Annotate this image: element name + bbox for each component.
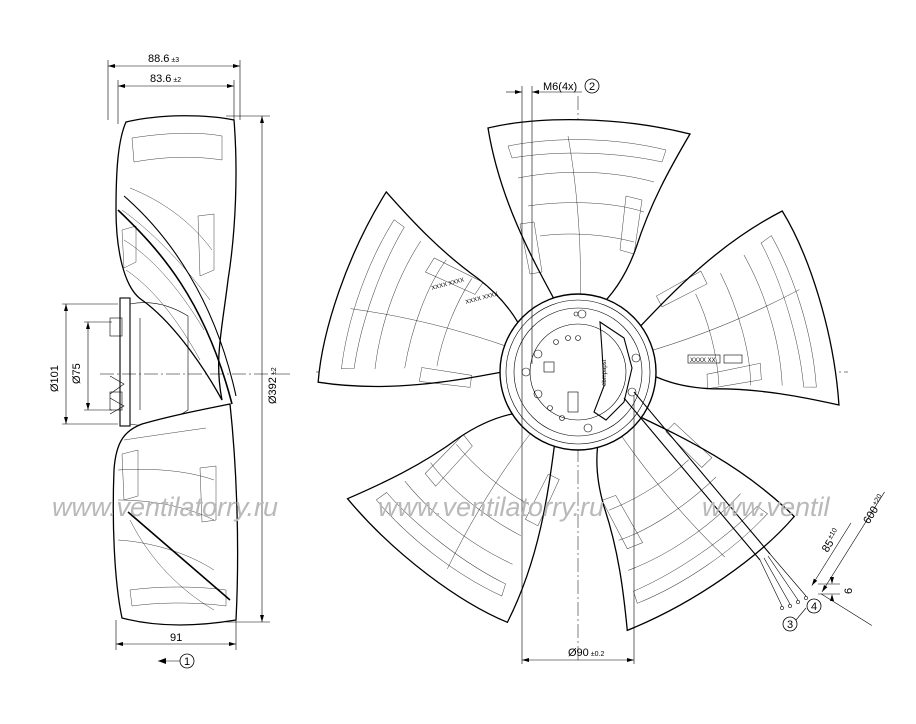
dim-91: 91 <box>170 632 182 644</box>
side-view: 88.6±3 83.6±2 Ø392±2 Ø101 Ø75 <box>49 53 290 669</box>
svg-text:www.ventilatorry.ru: www.ventilatorry.ru <box>378 492 604 522</box>
dim-cable-6: 6 <box>843 588 855 594</box>
svg-text:4: 4 <box>811 601 817 613</box>
svg-text:2: 2 <box>589 81 595 93</box>
side-blade-lower <box>112 403 239 626</box>
dim-m6: M6(4x) <box>543 81 577 93</box>
fan-blade <box>630 210 840 406</box>
svg-text:600+20: 600+20 <box>861 493 888 526</box>
svg-text:www.ventilatorry.ru: www.ventilatorry.ru <box>52 492 278 522</box>
fan-blade <box>317 190 526 388</box>
dim-dia-392: Ø392±2 <box>267 367 279 404</box>
hub-brand: ebmpapst <box>602 359 608 386</box>
watermark: www.ventilatorry.ru www.ventilatorry.ru … <box>52 492 831 522</box>
power-cable <box>623 391 808 610</box>
callout-4 <box>806 598 822 614</box>
svg-text:1: 1 <box>184 656 190 668</box>
front-view: XXXX XX XXXX XXXX XXXX XXXX ebmpapst M6(… <box>316 78 888 664</box>
motor-hub <box>499 293 657 451</box>
fan-blade <box>596 410 796 632</box>
callout-3 <box>782 616 798 632</box>
fan-blade <box>487 118 692 311</box>
fan-blade <box>346 410 560 624</box>
dim-dia-75: Ø75 <box>71 363 83 384</box>
svg-text:3: 3 <box>787 619 793 631</box>
blade-label-a: XXXX XX <box>690 358 716 364</box>
callout-2 <box>584 78 600 94</box>
dim-83-6: 83.6±2 <box>150 73 181 85</box>
svg-text:www.ventil: www.ventil <box>702 492 831 522</box>
dim-dia-90: Ø90±0.2 <box>568 647 604 659</box>
dim-dia-101: Ø101 <box>49 365 61 392</box>
dim-88-6: 88.6±3 <box>148 53 179 65</box>
callout-1 <box>179 653 195 669</box>
